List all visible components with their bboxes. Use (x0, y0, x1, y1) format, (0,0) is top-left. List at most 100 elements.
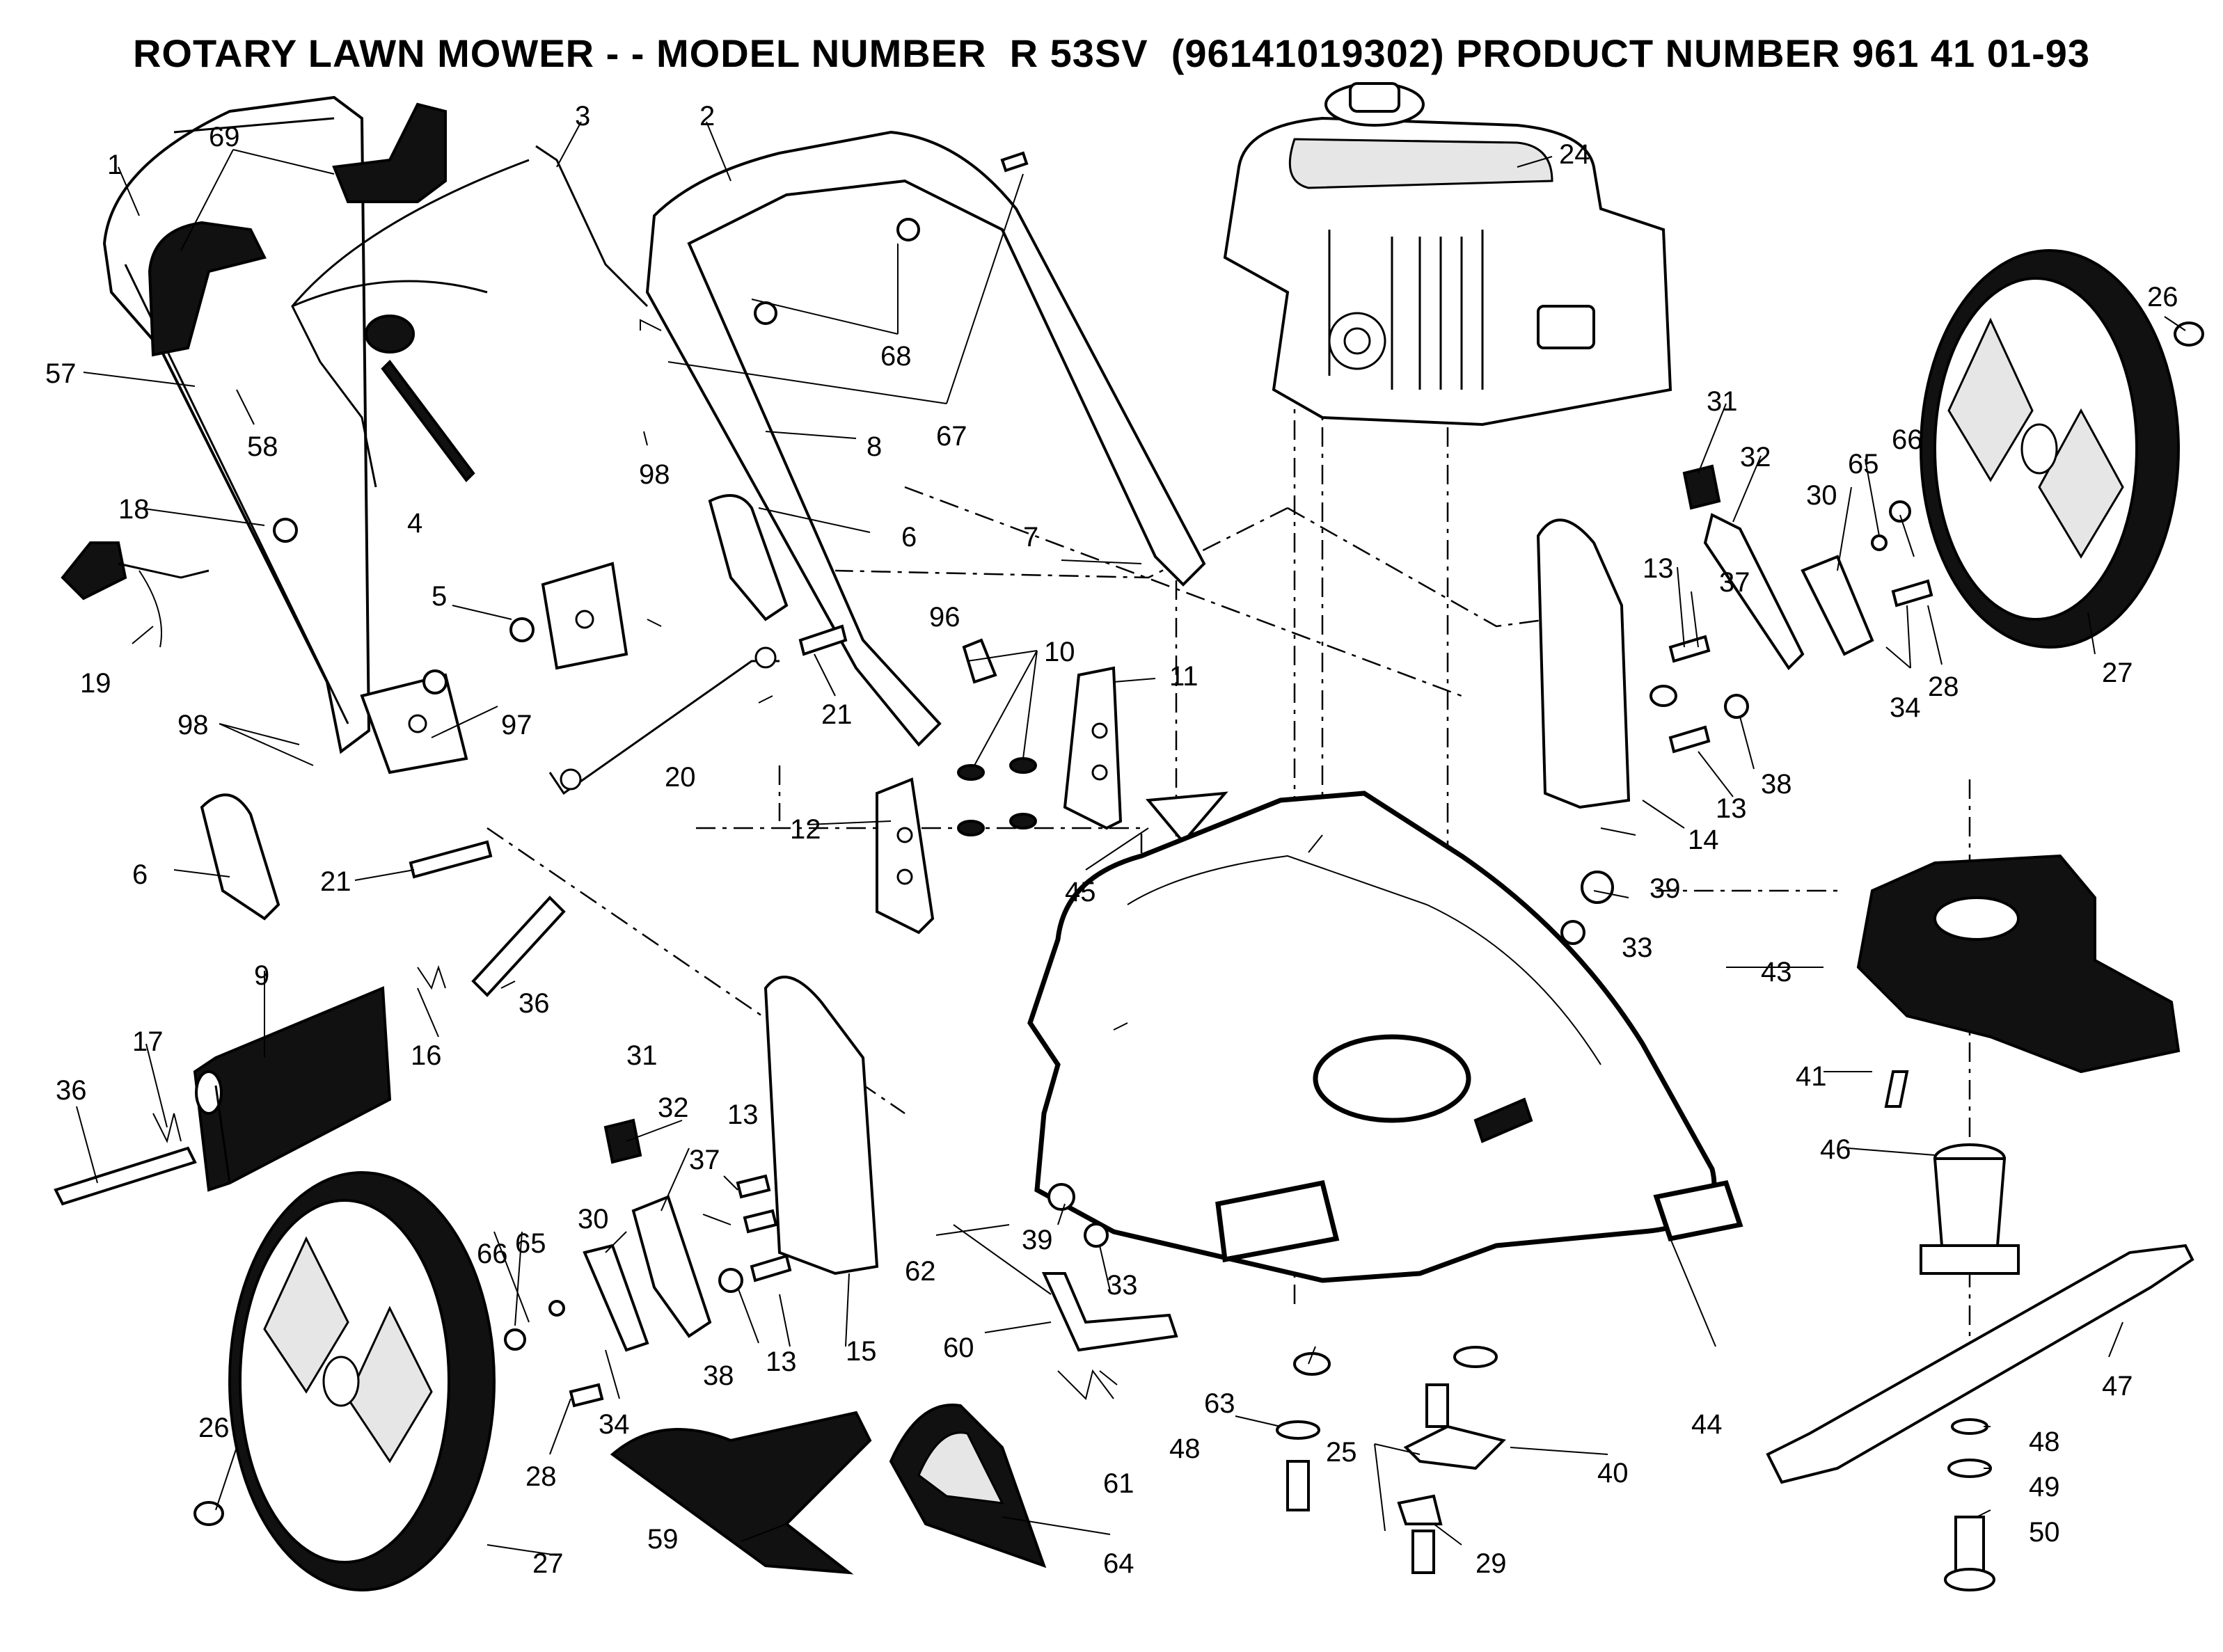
part-label-39-left: 39 (1022, 1225, 1053, 1255)
part-label-28-left: 28 (525, 1461, 557, 1492)
rear-axle-bracket (1536, 518, 1631, 809)
part-label-27-front: 27 (532, 1548, 564, 1579)
cutting-blade (1766, 1244, 2194, 1484)
part-label-1: 1 (107, 150, 122, 180)
part-label-37-left: 37 (689, 1145, 720, 1175)
part-label-60: 60 (943, 1333, 974, 1363)
small-hardware (193, 151, 2204, 1526)
part-label-9: 9 (254, 960, 269, 991)
part-label-39-right: 39 (1650, 873, 1681, 904)
mower-deck (1027, 791, 1743, 1283)
part-label-29: 29 (1476, 1548, 1507, 1579)
part-label-5: 5 (432, 581, 447, 612)
part-label-31-left: 31 (626, 1040, 658, 1071)
handle-knob (61, 541, 209, 648)
part-label-19: 19 (80, 668, 111, 699)
part-label-26-rear: 26 (2147, 282, 2178, 312)
part-label-7: 7 (1023, 522, 1038, 553)
blade-adapter-housing (1856, 854, 2181, 1074)
part-label-44: 44 (1691, 1409, 1723, 1440)
blade-bolt (1944, 1418, 1995, 1591)
part-label-21-bottom: 21 (320, 866, 351, 897)
part-label-96: 96 (929, 602, 960, 633)
rear-flap (193, 986, 392, 1192)
height-adjust-plates (876, 666, 1123, 935)
front-wheel (228, 1171, 496, 1591)
part-label-30-left: 30 (578, 1204, 609, 1234)
part-label-36-bottom: 36 (56, 1075, 87, 1106)
part-label-32-left: 32 (658, 1093, 689, 1123)
part-label-41: 41 (1796, 1061, 1827, 1092)
part-label-58: 58 (247, 431, 278, 462)
part-label-20: 20 (665, 762, 696, 793)
handle-bracket-cover (200, 494, 789, 921)
part-label-97: 97 (501, 710, 532, 740)
part-label-25: 25 (1326, 1437, 1357, 1468)
lower-handle-left (102, 95, 371, 754)
part-label-18: 18 (118, 494, 150, 525)
part-label-49: 49 (2029, 1472, 2060, 1502)
part-label-59: 59 (647, 1524, 679, 1555)
throttle-cable (365, 315, 475, 483)
part-label-50: 50 (2029, 1517, 2060, 1548)
leader-lines (76, 121, 2186, 1556)
lower-hardware (1276, 1352, 1506, 1574)
rear-flap-hardware (54, 896, 566, 1206)
control-bar (291, 145, 649, 488)
part-label-36-top: 36 (519, 988, 550, 1019)
part-label-48-left: 48 (1169, 1433, 1201, 1464)
handle-grip (148, 102, 447, 357)
part-label-38-right: 38 (1761, 769, 1792, 800)
part-label-67: 67 (936, 421, 967, 452)
part-label-68: 68 (880, 341, 912, 372)
part-label-48-right: 48 (2029, 1427, 2060, 1457)
part-label-14: 14 (1688, 825, 1719, 855)
part-label-3: 3 (575, 101, 590, 132)
part-label-69: 69 (209, 122, 240, 152)
part-label-4: 4 (407, 508, 422, 539)
part-label-32-right: 32 (1740, 442, 1771, 472)
part-label-38-left: 38 (703, 1360, 734, 1391)
part-label-45: 45 (1065, 877, 1096, 907)
part-label-63: 63 (1204, 1388, 1235, 1419)
part-label-11: 11 (1169, 661, 1198, 692)
mulch-plug (610, 1411, 872, 1575)
part-label-33-right: 33 (1622, 932, 1653, 963)
part-label-13-left-top: 13 (727, 1099, 759, 1130)
part-label-57: 57 (45, 358, 77, 389)
part-label-31-right: 31 (1707, 386, 1738, 417)
part-label-12: 12 (790, 814, 821, 845)
part-label-13-left-bottom: 13 (766, 1347, 797, 1377)
part-label-65-right: 65 (1848, 449, 1879, 479)
part-label-64: 64 (1103, 1548, 1134, 1579)
part-label-30-right: 30 (1806, 480, 1837, 511)
part-label-37-right: 37 (1719, 567, 1750, 598)
part-label-13-right-bottom: 13 (1716, 793, 1747, 824)
part-label-17: 17 (132, 1026, 164, 1057)
part-label-26-front: 26 (198, 1413, 230, 1443)
handle-pivot-plates (360, 562, 628, 775)
part-label-2: 2 (699, 101, 715, 132)
part-label-24: 24 (1559, 139, 1590, 170)
rear-wheel (1920, 249, 2180, 649)
part-label-34-right: 34 (1890, 692, 1921, 723)
part-label-34-left: 34 (599, 1409, 630, 1440)
height-levers (583, 464, 1874, 1352)
part-label-66-left: 66 (477, 1239, 508, 1269)
part-label-8: 8 (867, 431, 882, 462)
part-label-21-top: 21 (821, 699, 853, 730)
part-label-61: 61 (1103, 1468, 1134, 1499)
engine (1223, 82, 1672, 427)
part-label-6-bottom: 6 (132, 859, 148, 890)
part-label-13-right-top: 13 (1643, 553, 1674, 584)
part-label-66-right: 66 (1892, 424, 1923, 455)
part-label-10: 10 (1044, 637, 1075, 667)
part-label-40: 40 (1597, 1458, 1629, 1488)
height-adjust-rod (548, 646, 780, 795)
part-label-33-left: 33 (1107, 1270, 1138, 1301)
part-label-98-top: 98 (639, 459, 670, 490)
part-label-15: 15 (846, 1336, 877, 1367)
front-axle-bracket (764, 976, 879, 1276)
part-number-labels: 1 69 3 2 24 26 57 58 68 67 8 4 98 31 32 … (45, 101, 2178, 1579)
part-label-43: 43 (1761, 957, 1792, 987)
